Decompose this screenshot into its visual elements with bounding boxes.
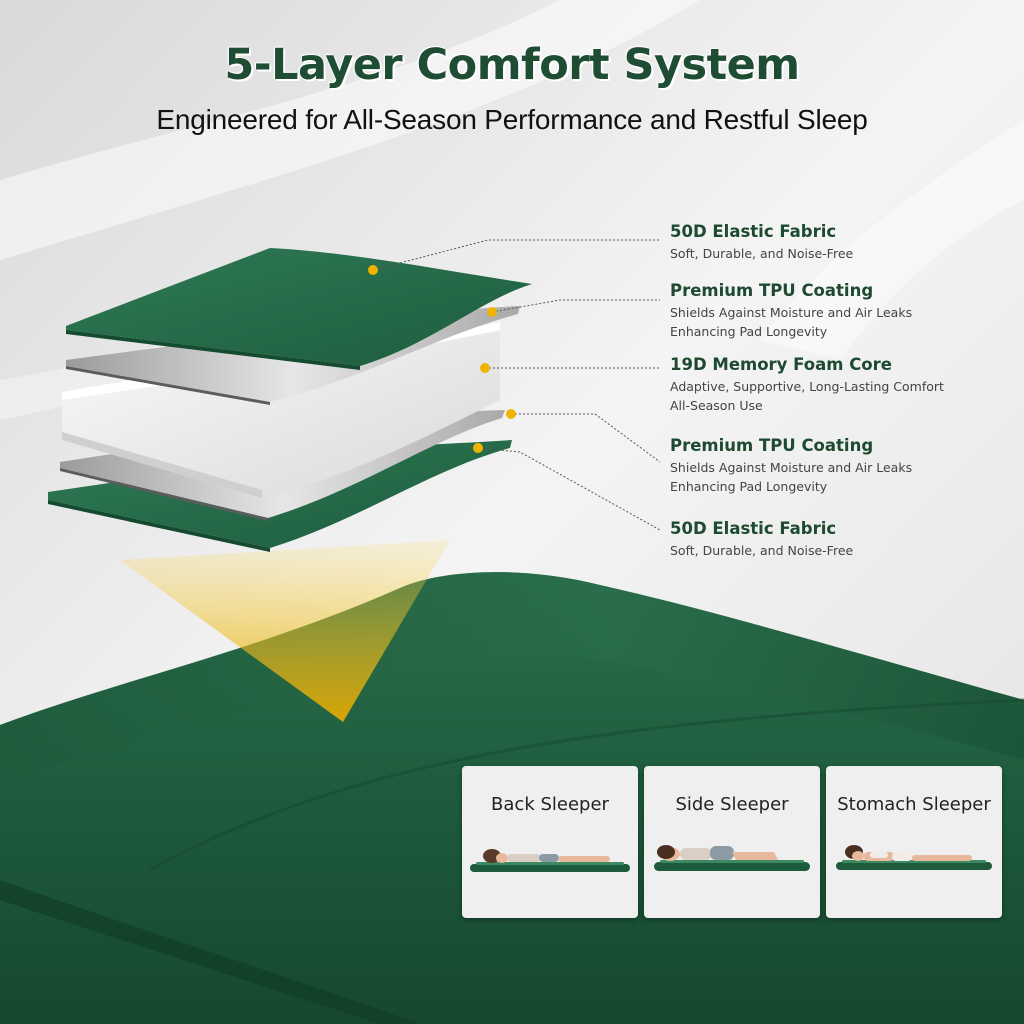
stomach-sleeper-figure-icon [836,845,992,870]
callout-markers [368,265,516,453]
marker-layer-1 [368,265,378,275]
callout-desc: Soft, Durable, and Noise-Free [670,543,854,558]
page-subtitle: Engineered for All-Season Performance an… [156,104,868,135]
card-label: Side Sleeper [675,794,789,815]
layer-fabric-top [66,248,532,370]
page-title: 5-Layer Comfort System [224,40,800,90]
callout-title: 50D Elastic Fabric [670,222,837,241]
callout-layer-3: 19D Memory Foam Core Adaptive, Supportiv… [670,355,1010,415]
highlight-beam [120,540,450,722]
marker-layer-2 [487,307,497,317]
callout-desc: Shields Against Moisture and Air Leaks [670,305,913,320]
marker-layer-5 [473,443,483,453]
callout-desc: Adaptive, Supportive, Long-Lasting Comfo… [670,379,944,394]
callout-title: 50D Elastic Fabric [670,519,837,538]
card-back-sleeper: Back Sleeper [462,766,638,918]
back-sleeper-figure-icon [470,849,630,872]
callout-desc: All-Season Use [670,398,763,413]
leader-lines [372,239,661,531]
marker-layer-3 [480,363,490,373]
card-label: Stomach Sleeper [837,794,991,815]
callout-desc: Enhancing Pad Longevity [670,479,828,494]
callout-title: Premium TPU Coating [670,281,874,300]
side-sleeper-figure-icon [654,845,810,871]
callout-desc: Soft, Durable, and Noise-Free [670,246,854,261]
callout-title: Premium TPU Coating [670,436,874,455]
card-label: Back Sleeper [491,794,609,815]
callout-layer-1: 50D Elastic Fabric Soft, Durable, and No… [670,222,1010,263]
card-side-sleeper: Side Sleeper [644,766,820,918]
callout-layer-4: Premium TPU Coating Shields Against Mois… [670,436,1010,496]
callout-desc: Enhancing Pad Longevity [670,324,828,339]
marker-layer-4 [506,409,516,419]
callout-layer-2: Premium TPU Coating Shields Against Mois… [670,281,1010,341]
callout-title: 19D Memory Foam Core [670,355,892,374]
callout-layer-5: 50D Elastic Fabric Soft, Durable, and No… [670,519,1010,560]
callout-desc: Shields Against Moisture and Air Leaks [670,460,913,475]
card-stomach-sleeper: Stomach Sleeper [826,766,1002,918]
